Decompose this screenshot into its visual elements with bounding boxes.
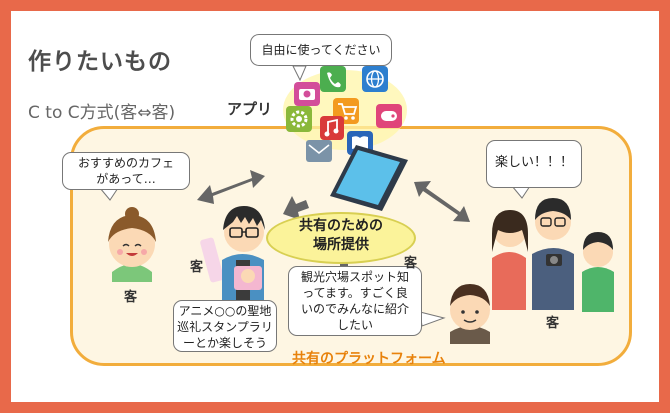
center-ellipse [266,212,416,264]
anime-bubble-line2: 巡礼スタンプラリ [177,320,273,334]
customer-illustration-right [492,198,614,312]
customer-label-bottom: 客 [404,256,418,271]
platform-label: 共有のプラットフォーム [292,351,446,367]
music-icon [320,116,344,140]
center-text: 共有のための 場所提供 [266,217,416,255]
fun-bubble: 楽しい！！！ [486,140,582,188]
anime-bubble-line1: アニメ○○の聖地 [178,304,272,318]
customer-label-left: 客 [124,290,138,305]
spot-bubble-line3: いのでみんなに紹介 [300,302,409,316]
slide-title: 作りたいもの [28,49,172,75]
phone-icon [320,66,346,92]
bubble-tail-spot [419,311,446,327]
anime-bubble: アニメ○○の聖地 巡礼スタンプラリ ーとか楽しそう [173,300,277,352]
settings-icon [286,106,312,132]
customer-illustration-bottom [450,284,490,344]
camera-icon [294,82,320,106]
center-text-line2: 場所提供 [313,237,369,253]
mail-icon [306,140,332,162]
cafe-bubble-line2: があって… [96,172,156,186]
cafe-bubble-line1: おすすめのカフェ [77,156,174,170]
cafe-bubble: おすすめのカフェ があって… [62,152,190,190]
arrow-left-center [283,196,309,220]
spot-bubble-line1: 観光穴場スポット知 [300,270,409,284]
smartphone-illustration [330,145,408,211]
app-bubble: 自由に使ってください [250,34,392,66]
bubble-tail-app [292,65,307,82]
app-label: アプリ [227,100,273,118]
spot-bubble-line2: ってます。すごく良 [302,286,408,300]
slide-subtitle: C to C方式(客⇔客) [28,103,176,123]
customer-label-middle: 客 [190,260,204,275]
game-icon [376,104,402,128]
arrow-right-app [414,181,470,222]
spot-bubble-line4: したい [336,318,373,332]
anime-bubble-line3: ーとか楽しそう [182,336,267,350]
arrow-left-app [197,170,265,204]
globe-icon [362,66,388,92]
customer-label-right: 客 [546,316,560,331]
center-text-line1: 共有のための [299,218,383,234]
spot-bubble: 観光穴場スポット知 ってます。すごく良 いのでみんなに紹介 したい [288,266,422,336]
customer-illustration-left [108,207,156,282]
customer-illustration-middle [200,206,265,300]
